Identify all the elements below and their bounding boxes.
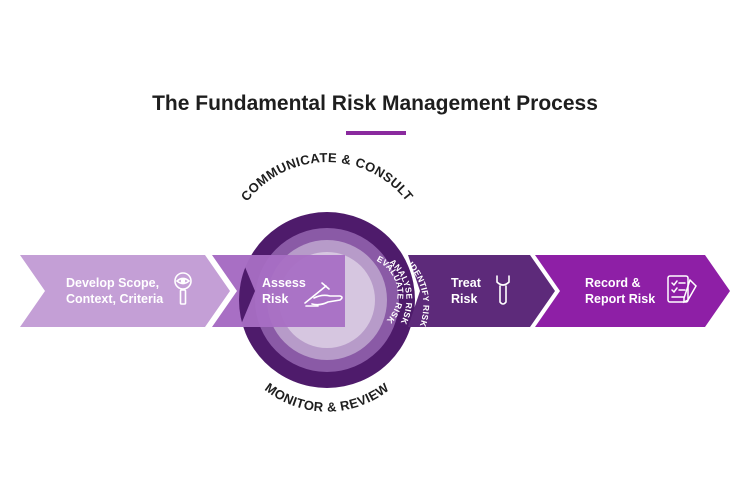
magnifier-eye-icon	[174, 272, 192, 305]
wrench-icon	[496, 275, 510, 305]
step-treat-risk-chevron	[408, 255, 555, 327]
step3-line1: Treat	[451, 276, 482, 290]
communicate-consult-label: COMMUNICATE & CONSULT	[238, 150, 417, 204]
step1-line1: Develop Scope,	[66, 276, 159, 290]
step2-line2: Risk	[262, 292, 288, 306]
assess-overlay	[240, 255, 345, 327]
hand-pen-icon	[304, 282, 343, 307]
page-title: The Fundamental Risk Management Process	[152, 92, 598, 115]
step2-line1: Assess	[262, 276, 306, 290]
checklist-icon	[667, 275, 697, 304]
step-record-report-chevron	[535, 255, 730, 327]
step-develop-scope-chevron	[20, 255, 230, 327]
step4-line2: Report Risk	[585, 292, 655, 306]
title-underline	[346, 131, 406, 135]
step1-line2: Context, Criteria	[66, 292, 164, 306]
step3-line2: Risk	[451, 292, 477, 306]
step4-line1: Record &	[585, 276, 641, 290]
